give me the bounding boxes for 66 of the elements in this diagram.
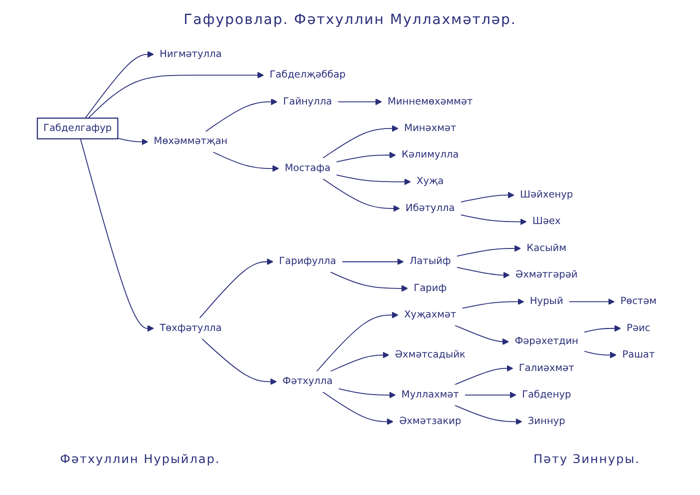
arrow [88, 72, 264, 119]
node-text: Мөхәммәтҗан [154, 136, 228, 148]
node-text: Фәтхулла [282, 376, 333, 388]
node-text: Мостафа [284, 162, 330, 174]
node-text: Габделҗәббар [270, 69, 346, 81]
node-text: Касыйм [526, 242, 566, 254]
node-text: Минәхмәт [404, 122, 456, 134]
arrow [338, 98, 382, 106]
arrow [464, 392, 516, 398]
arrow [462, 298, 524, 309]
node-text: Нурый [530, 296, 564, 308]
arrow [199, 258, 274, 318]
node-text: Рөстәм [620, 296, 657, 308]
node-text: Гайнулла [283, 96, 332, 108]
note-text: Фәтхуллин Нурыйлар. [60, 452, 220, 466]
node-text: Әхмәтсадыйк [394, 349, 466, 360]
arrow [336, 152, 396, 162]
arrow [330, 352, 390, 372]
node-text: Латыйф [409, 256, 451, 268]
arrow [454, 365, 514, 386]
node-text: Гариф [414, 282, 447, 294]
node-text: Ибәтулла [406, 202, 455, 214]
arrow [322, 392, 394, 425]
arrow [201, 338, 277, 385]
node-text: Миннемөхәммәт [388, 96, 473, 108]
arrow [322, 125, 398, 159]
node-text: Габденур [522, 389, 572, 400]
node-text: Хуҗа [416, 176, 444, 188]
node-text: Нигмәтулла [160, 48, 222, 60]
arrow [316, 312, 398, 372]
node-text: Төхфәтулла [160, 322, 222, 334]
arrow [338, 388, 396, 398]
node-text: Кәлимулла [402, 149, 459, 161]
node-text: Фәрәхетдин [514, 336, 578, 348]
arrow [322, 178, 400, 212]
arrow [117, 138, 148, 146]
node-box: Габделгафур [36, 118, 118, 140]
node-text: Шәех [532, 216, 561, 228]
node-text: Әхмәтгәрәй [515, 269, 578, 281]
arrow [460, 192, 514, 202]
note-text: Пәту Зиннуры. [533, 452, 640, 466]
arrow [330, 272, 408, 292]
arrow [456, 245, 521, 257]
arrow [456, 266, 510, 278]
arrow [460, 214, 527, 226]
arrow [584, 350, 617, 358]
node-text: Муллахмәт [401, 389, 459, 400]
node-text: Рәис [626, 322, 650, 334]
arrow [80, 138, 154, 332]
arrow [584, 325, 621, 333]
node-text: Галиәхмәт [518, 362, 574, 374]
arrow [568, 298, 615, 306]
node-text: Шәйхенур [520, 189, 573, 201]
node-text: Рашат [622, 349, 655, 360]
arrow [342, 258, 404, 266]
arrow [454, 404, 522, 425]
node-text: Хуҗахмәт [404, 309, 456, 320]
node-text: Әхмәтзакир [399, 416, 462, 428]
arrow [454, 324, 510, 345]
arrow [205, 98, 278, 132]
diagram-title: Гафуровлар. Фәтхуллин Муллахмәтләр. [182, 12, 518, 28]
arrow [336, 174, 411, 186]
node-text: Зиннур [528, 416, 566, 428]
arrow [212, 152, 279, 172]
node-text: Гарифулла [279, 256, 336, 268]
arrow [84, 51, 154, 119]
